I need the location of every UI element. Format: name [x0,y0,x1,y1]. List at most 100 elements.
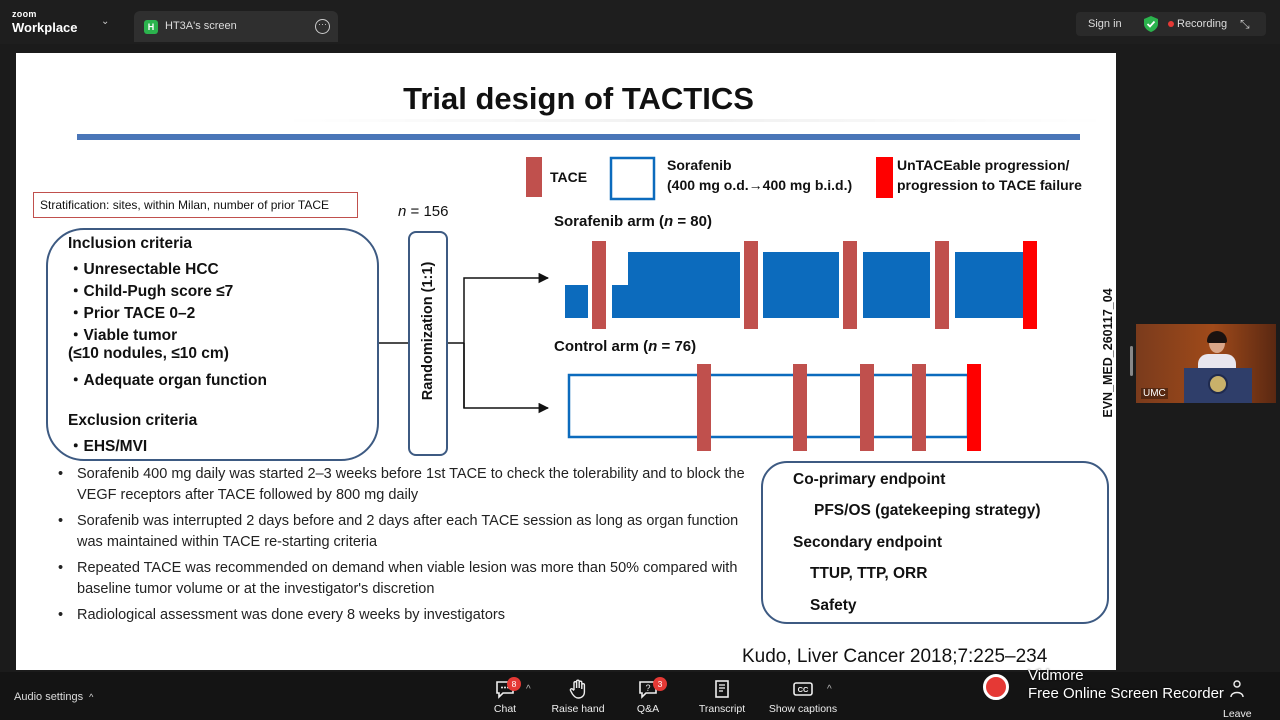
leave-button[interactable]: Leave [1223,678,1252,720]
shared-screen-tab[interactable]: H HT3A's screen ··· [134,11,338,42]
transcript-icon [715,680,729,698]
sorafenib-bar [565,285,588,318]
bullet-dot: • [58,466,64,482]
speaker-hair [1207,331,1227,343]
design-diagram [379,156,1037,451]
transcript-button[interactable]: Transcript [697,678,747,715]
side-code: EVN_MED_260117_04 [1097,283,1116,423]
participant-name: UMC [1141,388,1168,399]
show-captions-button[interactable]: CC Show captions [768,678,838,715]
sorafenib-bar [612,252,740,318]
secondary-endpoint-item: TTUP, TTP, ORR [810,565,928,582]
shared-slide: Trial design of TACTICS Stratification: … [16,53,1116,670]
raise-hand-icon [569,679,586,699]
chat-button[interactable]: Chat 8 [490,677,521,715]
tace-bar [843,241,857,329]
secondary-endpoint-heading: Secondary endpoint [793,534,942,551]
sorafenib-bar [955,252,1023,318]
exclusion-item: ・EHS/MVI [68,438,148,455]
header-right-controls: Sign in Recording ⤡ [1076,12,1266,36]
bullet-item: •Repeated TACE was recommended on demand… [58,558,758,600]
arm-label-suffix: = 76) [657,338,697,355]
slide-title: Trial design of TACTICS [403,81,754,116]
tace-bar [860,364,874,451]
inclusion-item: ・Viable tumor [68,327,178,344]
legend-progression-label: UnTACEable progression/ progression to T… [897,155,1082,195]
tace-bar [912,364,926,451]
record-icon [983,674,1009,700]
legend-sorafenib-label: Sorafenib (400 mg o.d.→400 mg b.i.d.) [667,155,852,195]
top-bar: zoom Workplace ⌄ H HT3A's screen ··· Sig… [0,0,1280,44]
arm-label-prefix: Control arm ( [554,338,649,355]
watermark-line1: Vidmore [1028,667,1084,684]
shield-check-icon[interactable] [1144,16,1158,32]
zoom-logo[interactable]: zoom Workplace [12,9,78,35]
tace-bar [592,241,606,329]
slide-shadow-line [280,119,1110,122]
control-arm-label: Control arm (n = 76) [554,338,696,355]
legend-tace-label: TACE [550,169,588,185]
legend-progression-line1: UnTACEable progression/ [897,157,1070,173]
closed-captions-icon: CC [793,682,813,696]
qa-label: Q&A [636,703,660,715]
arm-label-prefix: Sorafenib arm ( [554,213,665,230]
arm-label-n: n [648,338,658,355]
legend-sorafenib-line2: (400 mg o.d.→400 mg b.i.d.) [667,177,853,193]
tace-bar [793,364,807,451]
legend-progression-line2: progression to TACE failure [897,177,1082,193]
recording-status[interactable]: Recording [1177,18,1228,30]
inclusion-item: (≤10 nodules, ≤10 cm) [68,345,229,362]
qa-button[interactable]: ? Q&A 3 [633,677,667,715]
inclusion-heading: Inclusion criteria [68,235,193,252]
shared-screen-title: HT3A's screen [165,20,237,32]
chevron-up-icon[interactable]: ^ [827,684,832,695]
control-box [567,373,970,439]
svg-text:?: ? [645,683,650,693]
exit-fullscreen-icon[interactable]: ⤡ [1240,17,1250,31]
n-total-label: n = 156 [398,203,448,220]
sharer-avatar: H [144,20,158,34]
sign-in-link[interactable]: Sign in [1088,18,1122,30]
sorafenib-arm-label: Sorafenib arm (n = 80) [554,213,712,230]
recording-dot-icon [1168,21,1174,27]
svg-text:CC: CC [798,685,809,694]
participant-video-tile[interactable]: UMC [1136,324,1276,403]
audio-settings-button[interactable]: Audio settings ^ [14,691,93,703]
progression-bar [1023,241,1037,329]
watermark-line2: Free Online Screen Recorder [1028,685,1224,702]
stratification-box: Stratification: sites, within Milan, num… [33,192,358,218]
bullet-item: • Radiological assessment was done every … [58,605,758,626]
arm-label-n: n [664,213,674,230]
podium-logo-icon [1208,374,1228,394]
audio-settings-label: Audio settings [14,691,84,703]
bullet-item: •Sorafenib was interrupted 2 days before… [58,511,758,553]
title-rule [77,134,1080,140]
inclusion-item: ・Prior TACE 0–2 [68,305,196,322]
brand-top: zoom [12,9,37,19]
sorafenib-bar [763,252,839,318]
bullet-dot: • [58,607,64,623]
brand-name: Workplace [12,20,78,35]
raise-hand-button[interactable]: Raise hand [550,678,606,715]
bullet-dot: • [58,560,64,576]
n-total-value: = 156 [406,203,449,220]
primary-endpoint-item: PFS/OS (gatekeeping strategy) [814,502,1041,519]
more-options-icon[interactable]: ··· [315,19,330,34]
tace-bar [744,241,758,329]
chat-label: Chat [493,703,517,715]
bullet-list: • Sorafenib 400 mg daily was started 2–3 … [58,464,758,631]
chevron-up-icon[interactable]: ^ [526,684,531,695]
bullet-text: Sorafenib 400 mg daily was started 2–3 w… [77,466,745,503]
n-italic: n [398,203,407,220]
sorafenib-bar [863,252,930,318]
bullet-text: Radiological assessment was done every 8… [77,607,505,623]
panel-scrollbar[interactable] [1130,346,1133,376]
chevron-down-icon[interactable]: ⌄ [101,16,110,27]
legend-tace-swatch [526,157,542,197]
legend-sorafenib-line1: Sorafenib [667,157,732,173]
legend-sorafenib-swatch [609,156,656,201]
chevron-up-icon: ^ [89,692,94,702]
arrow-to-sorafenib [463,272,550,408]
leave-icon [1230,680,1244,698]
